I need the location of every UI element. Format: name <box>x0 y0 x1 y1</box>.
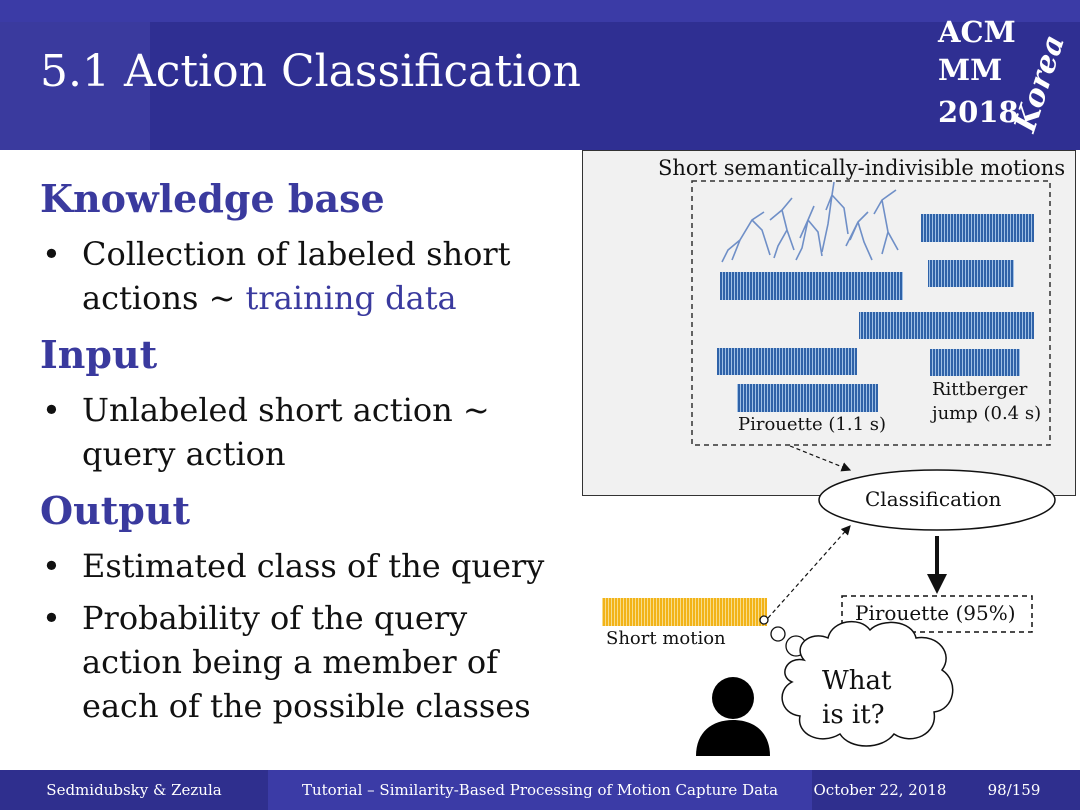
label-rittberger: Rittberger jump (0.4 s) <box>932 378 1041 426</box>
slide-footer: Sedmidubsky & Zezula Tutorial – Similari… <box>0 770 1080 810</box>
query-motion-bar <box>602 598 767 626</box>
motion-bar-4 <box>859 312 1034 339</box>
footer-page-number: 98/159 <box>948 770 1080 810</box>
diagram-graphics <box>602 180 1056 756</box>
stick-figures-icon <box>721 181 899 263</box>
arrow-to-classification-top <box>789 445 852 472</box>
logo-line-mm: MM <box>938 53 1003 87</box>
heading-input: Input <box>40 332 158 377</box>
highlight-training-data: training data <box>245 279 457 317</box>
label-pirouette: Pirouette (1.1 s) <box>738 414 887 435</box>
slide-header: 5.1 Action Classification ACM MM 2018 Ko… <box>0 0 1080 150</box>
short-motion-label: Short motion <box>606 628 726 649</box>
heading-output: Output <box>40 488 191 533</box>
label-rittberger-line1: Rittberger <box>932 379 1028 400</box>
user-avatar-icon <box>696 677 770 756</box>
bullet-dot: • <box>42 547 61 585</box>
bullet-dot: • <box>42 599 61 637</box>
motion-bar-7 <box>737 384 878 412</box>
arrow-query-to-classification <box>767 525 851 619</box>
bullet-text: Estimated class of the query <box>82 547 545 585</box>
dashed-group-box <box>691 180 1051 446</box>
bullet-text: Collection of labeled short <box>82 235 511 273</box>
bullet-dot: • <box>42 235 61 273</box>
motion-bar-6 <box>930 349 1020 376</box>
thought-line-2: is it? <box>822 700 885 730</box>
logo-line-acm: ACM <box>938 15 1016 49</box>
motion-bar-3 <box>720 272 903 300</box>
bullet-text-plain: actions ~ <box>82 279 246 317</box>
panel-title: Short semantically-indivisible motions <box>658 156 1066 180</box>
thought-line-1: What <box>822 666 892 696</box>
bullet-text: Probability of the query <box>82 599 468 637</box>
bullet-dot: • <box>42 391 61 429</box>
acm-mm-2018-logo: ACM MM 2018 Korea <box>938 15 1072 137</box>
bullet-text: Unlabeled short action ~ <box>82 391 490 429</box>
logo-line-year: 2018 <box>938 95 1019 129</box>
bullet-text: query action <box>82 435 286 473</box>
footer-tutorial-title: Tutorial – Similarity-Based Processing o… <box>268 770 812 810</box>
thought-dot-small <box>759 615 769 625</box>
motion-bar-5 <box>717 348 857 375</box>
classification-label: Classification <box>865 487 1002 511</box>
motion-bar-1 <box>921 214 1034 242</box>
thought-text: What is it? <box>822 664 891 732</box>
bullet-text: action being a member of <box>82 643 498 681</box>
bullet-text: actions ~ training data <box>82 276 457 320</box>
classification-diagram: Short semantically-indivisible motions P… <box>582 150 1080 770</box>
result-label: Pirouette (95%) <box>855 601 1016 625</box>
result-box <box>841 595 1033 633</box>
thought-bubble <box>781 620 954 747</box>
classification-node <box>818 469 1056 531</box>
heading-knowledge-base: Knowledge base <box>40 176 385 221</box>
motion-bar-2 <box>928 260 1014 287</box>
header-top-band <box>0 0 1080 22</box>
label-rittberger-line2: jump (0.4 s) <box>932 403 1042 424</box>
header-stripe <box>150 22 1080 150</box>
slide-title: 5.1 Action Classification <box>40 46 581 97</box>
footer-authors: Sedmidubsky & Zezula <box>0 770 268 810</box>
thought-dot-medium <box>770 626 786 642</box>
bullet-text: each of the possible classes <box>82 687 531 725</box>
footer-date: October 22, 2018 <box>812 770 948 810</box>
